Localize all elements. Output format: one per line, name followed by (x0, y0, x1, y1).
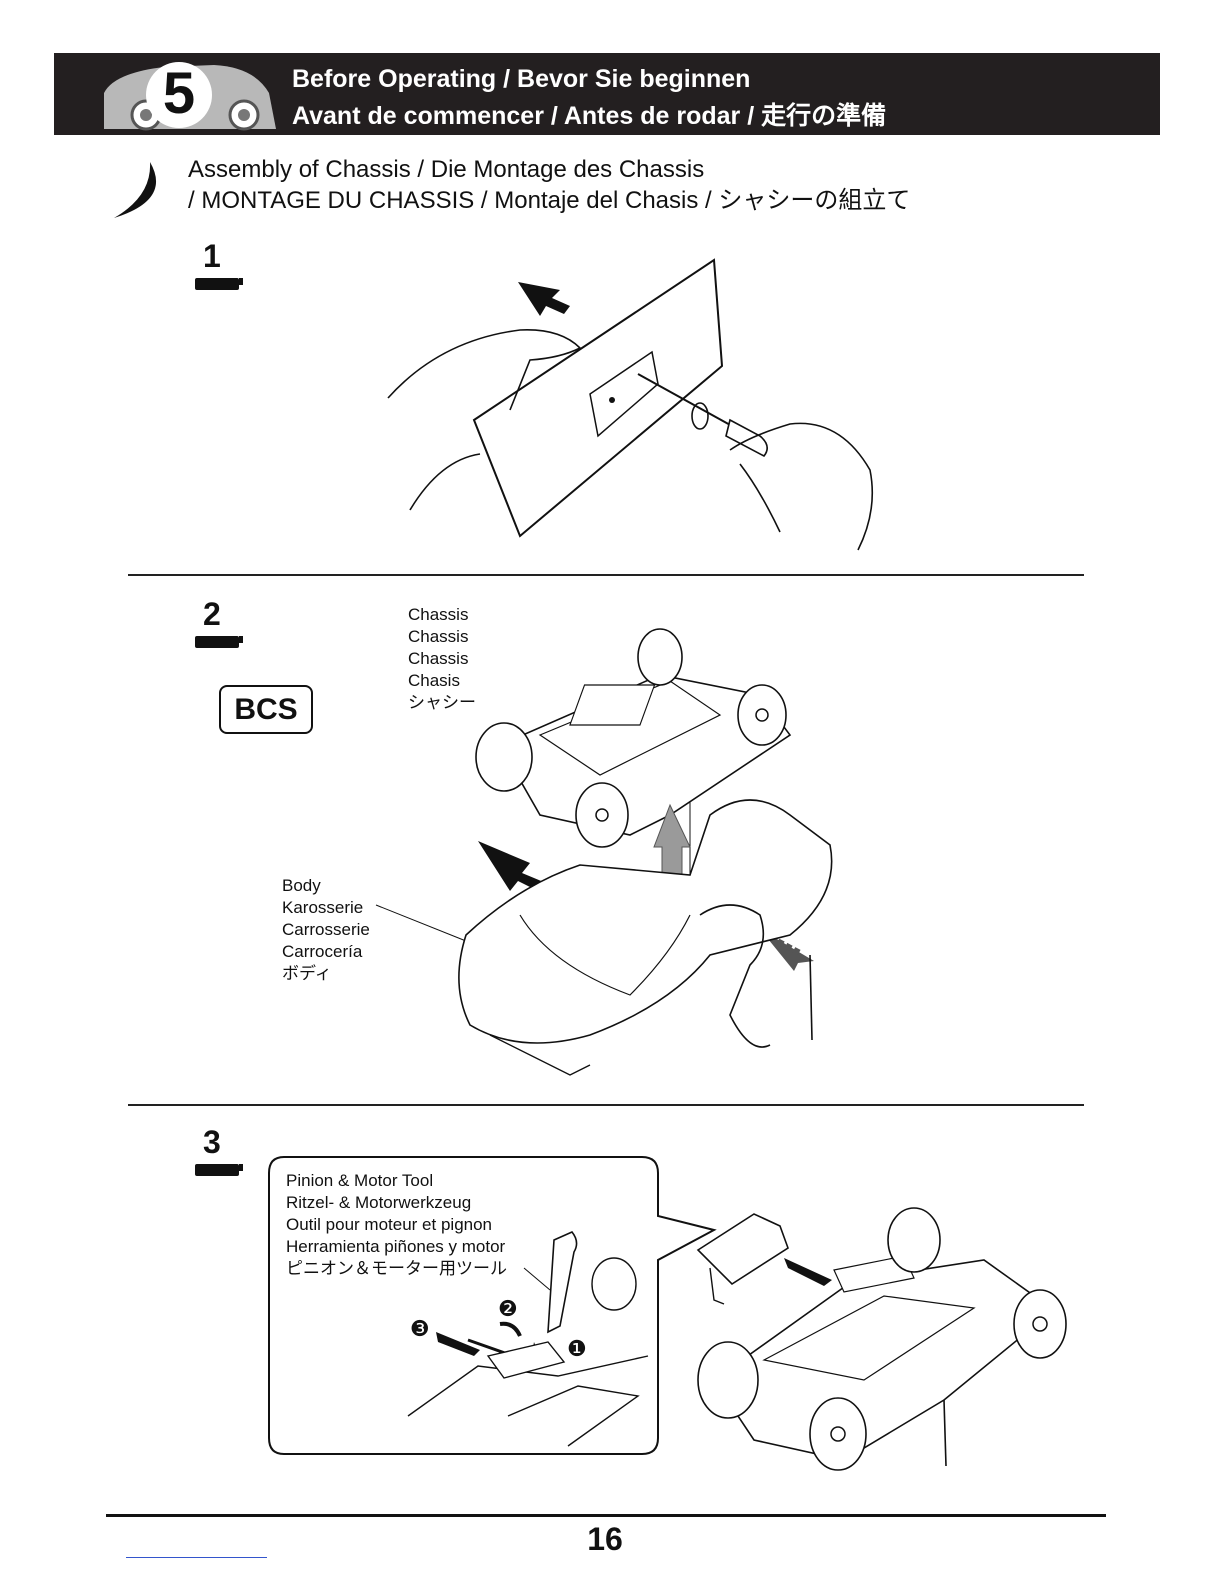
step-divider-1 (128, 574, 1084, 576)
section-header-banner: 5 Before Operating / Bevor Sie beginnen … (54, 53, 1160, 135)
footer-link-underline (126, 1557, 267, 1558)
step-3-chassis-illustration (696, 1207, 1067, 1471)
body-label: Body Karosserie Carrosserie Carrocería ボ… (282, 875, 370, 985)
car-icon (104, 62, 276, 131)
tool-label: Pinion & Motor Tool Ritzel- & Motorwerkz… (286, 1170, 507, 1280)
tool-label-fr: Outil pour moteur et pignon (286, 1215, 493, 1234)
step-1-bar (195, 278, 243, 290)
footer-rule (106, 1514, 1106, 1517)
marker-2: ❷ (498, 1296, 518, 1321)
step-2-number: 2 (203, 596, 221, 632)
step-3-number: 3 (203, 1124, 221, 1160)
marker-1: ❶ (567, 1336, 587, 1361)
step-2-illustration (375, 628, 833, 1076)
step-1-number: 1 (203, 238, 221, 274)
page-number: 16 (587, 1521, 623, 1557)
chassis-label-ja: シャシー (408, 693, 476, 712)
body-label-fr: Carrosserie (282, 920, 370, 939)
chassis-label: Chassis Chassis Chassis Chasis シャシー (408, 604, 476, 714)
header-title-line2: Avant de commencer / Antes de rodar / 走行… (292, 102, 887, 130)
step-2-bar (195, 636, 243, 648)
marker-3: ❸ (410, 1316, 430, 1341)
tool-label-es: Herramienta piñones y motor (286, 1237, 506, 1256)
body-label-de: Karosserie (282, 898, 364, 917)
chassis-label-en: Chassis (408, 605, 469, 624)
section-title-line2: / MONTAGE DU CHASSIS / Montaje del Chasi… (188, 187, 911, 214)
body-label-es: Carrocería (282, 942, 363, 961)
step-number-badge: 5 (162, 61, 196, 126)
step-1-illustration (387, 258, 874, 551)
crescent-icon (114, 162, 157, 218)
chassis-label-es: Chasis (408, 671, 460, 690)
body-label-en: Body (282, 876, 321, 895)
tool-label-de: Ritzel- & Motorwerkzeug (286, 1193, 472, 1212)
tool-label-ja: ピニオン＆モーター用ツール (286, 1259, 507, 1278)
body-label-ja: ボディ (282, 964, 332, 983)
step-3-bar (195, 1164, 243, 1176)
section-title: Assembly of Chassis / Die Montage des Ch… (188, 154, 910, 216)
tool-label-en: Pinion & Motor Tool (286, 1171, 434, 1190)
section-title-line1: Assembly of Chassis / Die Montage des Ch… (188, 156, 705, 183)
chassis-label-de: Chassis (408, 627, 469, 646)
tool-callout-box (268, 1156, 717, 1455)
chassis-label-fr: Chassis (408, 649, 469, 668)
header-title-line1: Before Operating / Bevor Sie beginnen (292, 65, 751, 93)
step-divider-2 (128, 1104, 1084, 1106)
bcs-badge: BCS (219, 685, 313, 734)
